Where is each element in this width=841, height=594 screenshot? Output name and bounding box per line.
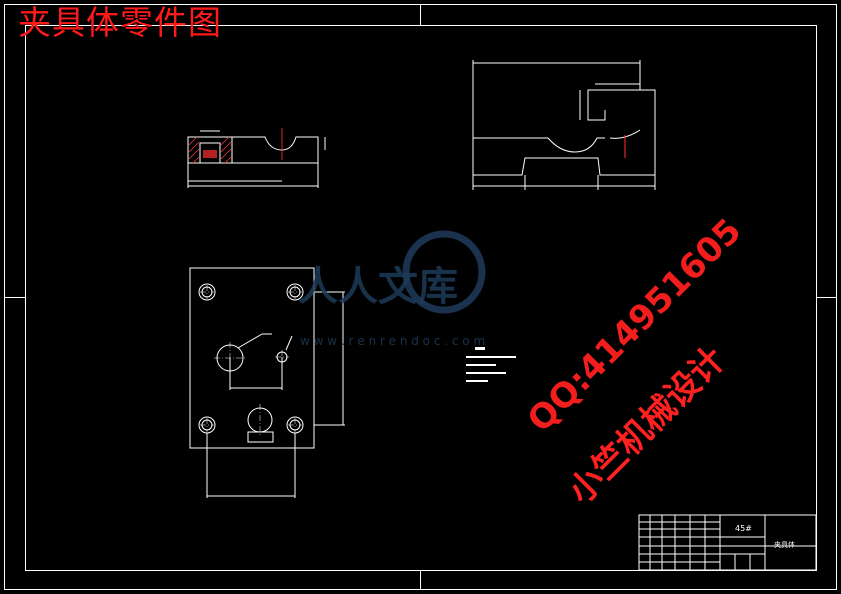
material-label: 45# [735,524,752,533]
logo-watermark [402,230,486,314]
section-hatch [188,128,283,164]
technical-notes [466,347,516,382]
centering-marks [4,4,837,590]
logo-text: 人人文库 [298,263,458,310]
plan-centerlines [200,285,302,436]
front-view [472,60,656,190]
side-section-view [187,130,326,188]
hatch-block [203,150,217,158]
title-block [638,514,817,571]
page-title: 夹具体零件图 [18,3,222,42]
logo-url: w w w . r e n r e n d o c . c o m [300,334,485,348]
part-name-label: 夹具体 [774,540,795,549]
